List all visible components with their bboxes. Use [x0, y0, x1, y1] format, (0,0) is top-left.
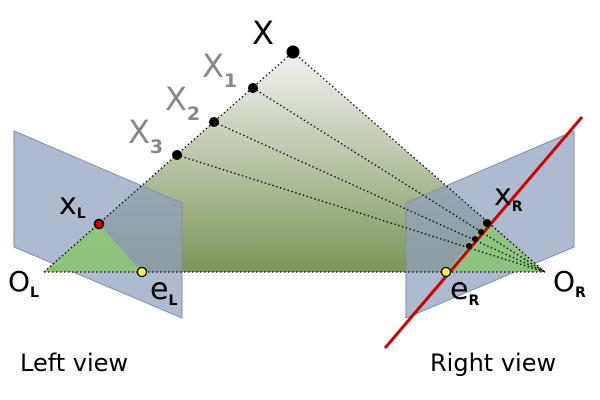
point-xR3 [466, 243, 472, 249]
left-epipolar-triangle [44, 224, 142, 272]
ray-right-X2 [213, 121, 546, 273]
right-epipolar-triangle [446, 223, 545, 272]
label-OL: OL [8, 265, 39, 301]
point-xR2 [472, 236, 478, 242]
ray-right-X1 [252, 87, 546, 273]
point-X1 [248, 83, 258, 93]
label-xR: xR [494, 178, 523, 215]
point-X3 [172, 150, 182, 160]
epipole-eR [440, 266, 452, 278]
label-eR: eR [450, 272, 479, 309]
label-X2: X2 [165, 80, 200, 125]
point-X [286, 45, 300, 59]
label-left-view: Left view [20, 349, 128, 377]
point-X2 [209, 117, 219, 127]
label-X: X [252, 14, 274, 52]
label-right-view: Right view [430, 349, 556, 377]
epipole-eL [136, 266, 148, 278]
label-eL: eL [150, 272, 177, 309]
ray-right-X3 [176, 154, 546, 273]
label-X1: X1 [202, 47, 237, 92]
point-xR1 [478, 229, 484, 235]
point-xL [93, 218, 105, 230]
point-xR [483, 219, 491, 227]
label-xL: xL [59, 187, 86, 222]
label-X3: X3 [128, 113, 163, 158]
label-OR: OR [553, 265, 586, 301]
